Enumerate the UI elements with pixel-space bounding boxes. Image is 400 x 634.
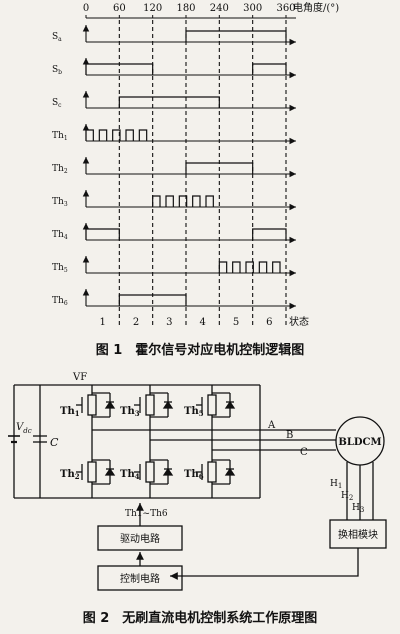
control-circuit-label: 控制电路 — [120, 572, 160, 585]
feedback-arrow — [170, 548, 359, 580]
state-labels: 1 2 3 4 5 6 — [99, 317, 272, 328]
row-wave — [85, 129, 148, 141]
circuit-diagram — [8, 384, 387, 591]
switch-label: Th1 — [60, 406, 80, 418]
row-wave — [85, 63, 287, 75]
diode-icon — [162, 467, 174, 476]
diode-icon — [162, 400, 174, 409]
row-label: Sb — [52, 65, 62, 76]
inverter-leg — [134, 385, 174, 498]
row-label: Th1 — [52, 131, 68, 142]
row-label: Th4 — [52, 230, 68, 241]
state-label: 4 — [199, 317, 205, 328]
angle-tick-label: 120 — [143, 3, 162, 14]
row-wave — [85, 228, 287, 240]
row-wave — [185, 30, 287, 42]
igbt-switch — [145, 461, 155, 483]
vf-label: VF — [72, 372, 87, 383]
igbt-switch — [87, 394, 97, 416]
switch-label: Th6 — [184, 469, 204, 481]
row-wave — [185, 162, 254, 174]
state-label: 6 — [266, 317, 272, 328]
angle-tick-label: 360 — [276, 3, 295, 14]
control-circuit-box — [97, 565, 183, 591]
angle-ticks — [85, 15, 296, 19]
row-label: Th3 — [52, 197, 68, 208]
gate-bus-label: Th1~Th6 — [125, 509, 168, 519]
commutation-module-label: 换相模块 — [338, 528, 378, 541]
phase-b-label: B — [286, 430, 293, 441]
waveform-th3: Th3 — [52, 190, 296, 211]
phase-c-label: C — [300, 447, 308, 458]
angle-tick-label: 0 — [83, 3, 89, 14]
switch-label: Th2 — [60, 469, 80, 481]
igbt-switch — [207, 394, 217, 416]
state-label: 2 — [133, 317, 139, 328]
capacitor-label: C — [50, 436, 59, 449]
figure2-caption: 图 2 无刷直流电机控制系统工作原理图 — [83, 610, 318, 626]
waveform-th6: Th6 — [52, 289, 296, 310]
state-label: 5 — [233, 317, 239, 328]
inverter-leg — [76, 385, 116, 498]
igbt-switch — [207, 461, 217, 483]
state-axis-label: 状态 — [289, 315, 309, 328]
waveform-sb: Sb — [52, 57, 296, 79]
row-label: Sa — [52, 32, 62, 43]
switch-label: Th3 — [120, 406, 140, 418]
angle-tick-label: 60 — [113, 3, 126, 14]
switch-label: Th4 — [120, 469, 140, 481]
switch-label: Th5 — [184, 406, 204, 418]
igbt-switch — [145, 394, 155, 416]
waveform-th1: Th1 — [52, 124, 296, 145]
drive-circuit-box — [97, 525, 183, 551]
diode-icon — [224, 400, 236, 409]
hall-label: H2 — [341, 491, 353, 502]
angle-axis-label: 电角度/(°) — [293, 1, 339, 14]
vdc-label: Vdc — [16, 422, 32, 435]
phase-a-label: A — [267, 420, 276, 431]
timing-diagram: 0 60 120 180 240 300 360 电角度/(°) SaSbScTh1Th2T… — [52, 1, 339, 358]
row-wave — [118, 294, 187, 306]
igbt-switch — [87, 461, 97, 483]
row-wave — [118, 96, 220, 108]
drive-circuit-label: 驱动电路 — [120, 532, 160, 545]
row-wave — [218, 261, 281, 273]
waveform-th5: Th5 — [52, 256, 296, 277]
waveform-th2: Th2 — [52, 157, 296, 178]
row-label: Th5 — [52, 263, 68, 274]
angle-tick-label: 180 — [176, 3, 195, 14]
angle-tick-label: 240 — [210, 3, 229, 14]
waveform-th4: Th4 — [52, 223, 296, 244]
waveform-sa: Sa — [52, 25, 296, 46]
figure1-caption: 图 1 霍尔信号对应电机控制逻辑图 — [96, 342, 305, 358]
row-wave — [152, 195, 214, 207]
diode-icon — [104, 467, 116, 476]
hall-label: H1 — [330, 479, 342, 490]
hall-label: H3 — [352, 503, 364, 514]
angle-tick-label: 300 — [243, 3, 262, 14]
state-label: 1 — [99, 317, 105, 328]
row-label: Sc — [52, 98, 62, 109]
diode-icon — [104, 400, 116, 409]
row-label: Th6 — [52, 296, 68, 307]
row-label: Th2 — [52, 164, 68, 175]
diode-icon — [224, 467, 236, 476]
state-label: 3 — [166, 317, 172, 328]
angle-tick-labels: 0 60 120 180 240 300 360 — [83, 3, 296, 14]
motor-label: BLDCM — [338, 437, 381, 448]
inverter-leg — [196, 385, 236, 498]
waveform-sc: Sc — [52, 91, 296, 112]
inverter-legs — [76, 385, 236, 498]
